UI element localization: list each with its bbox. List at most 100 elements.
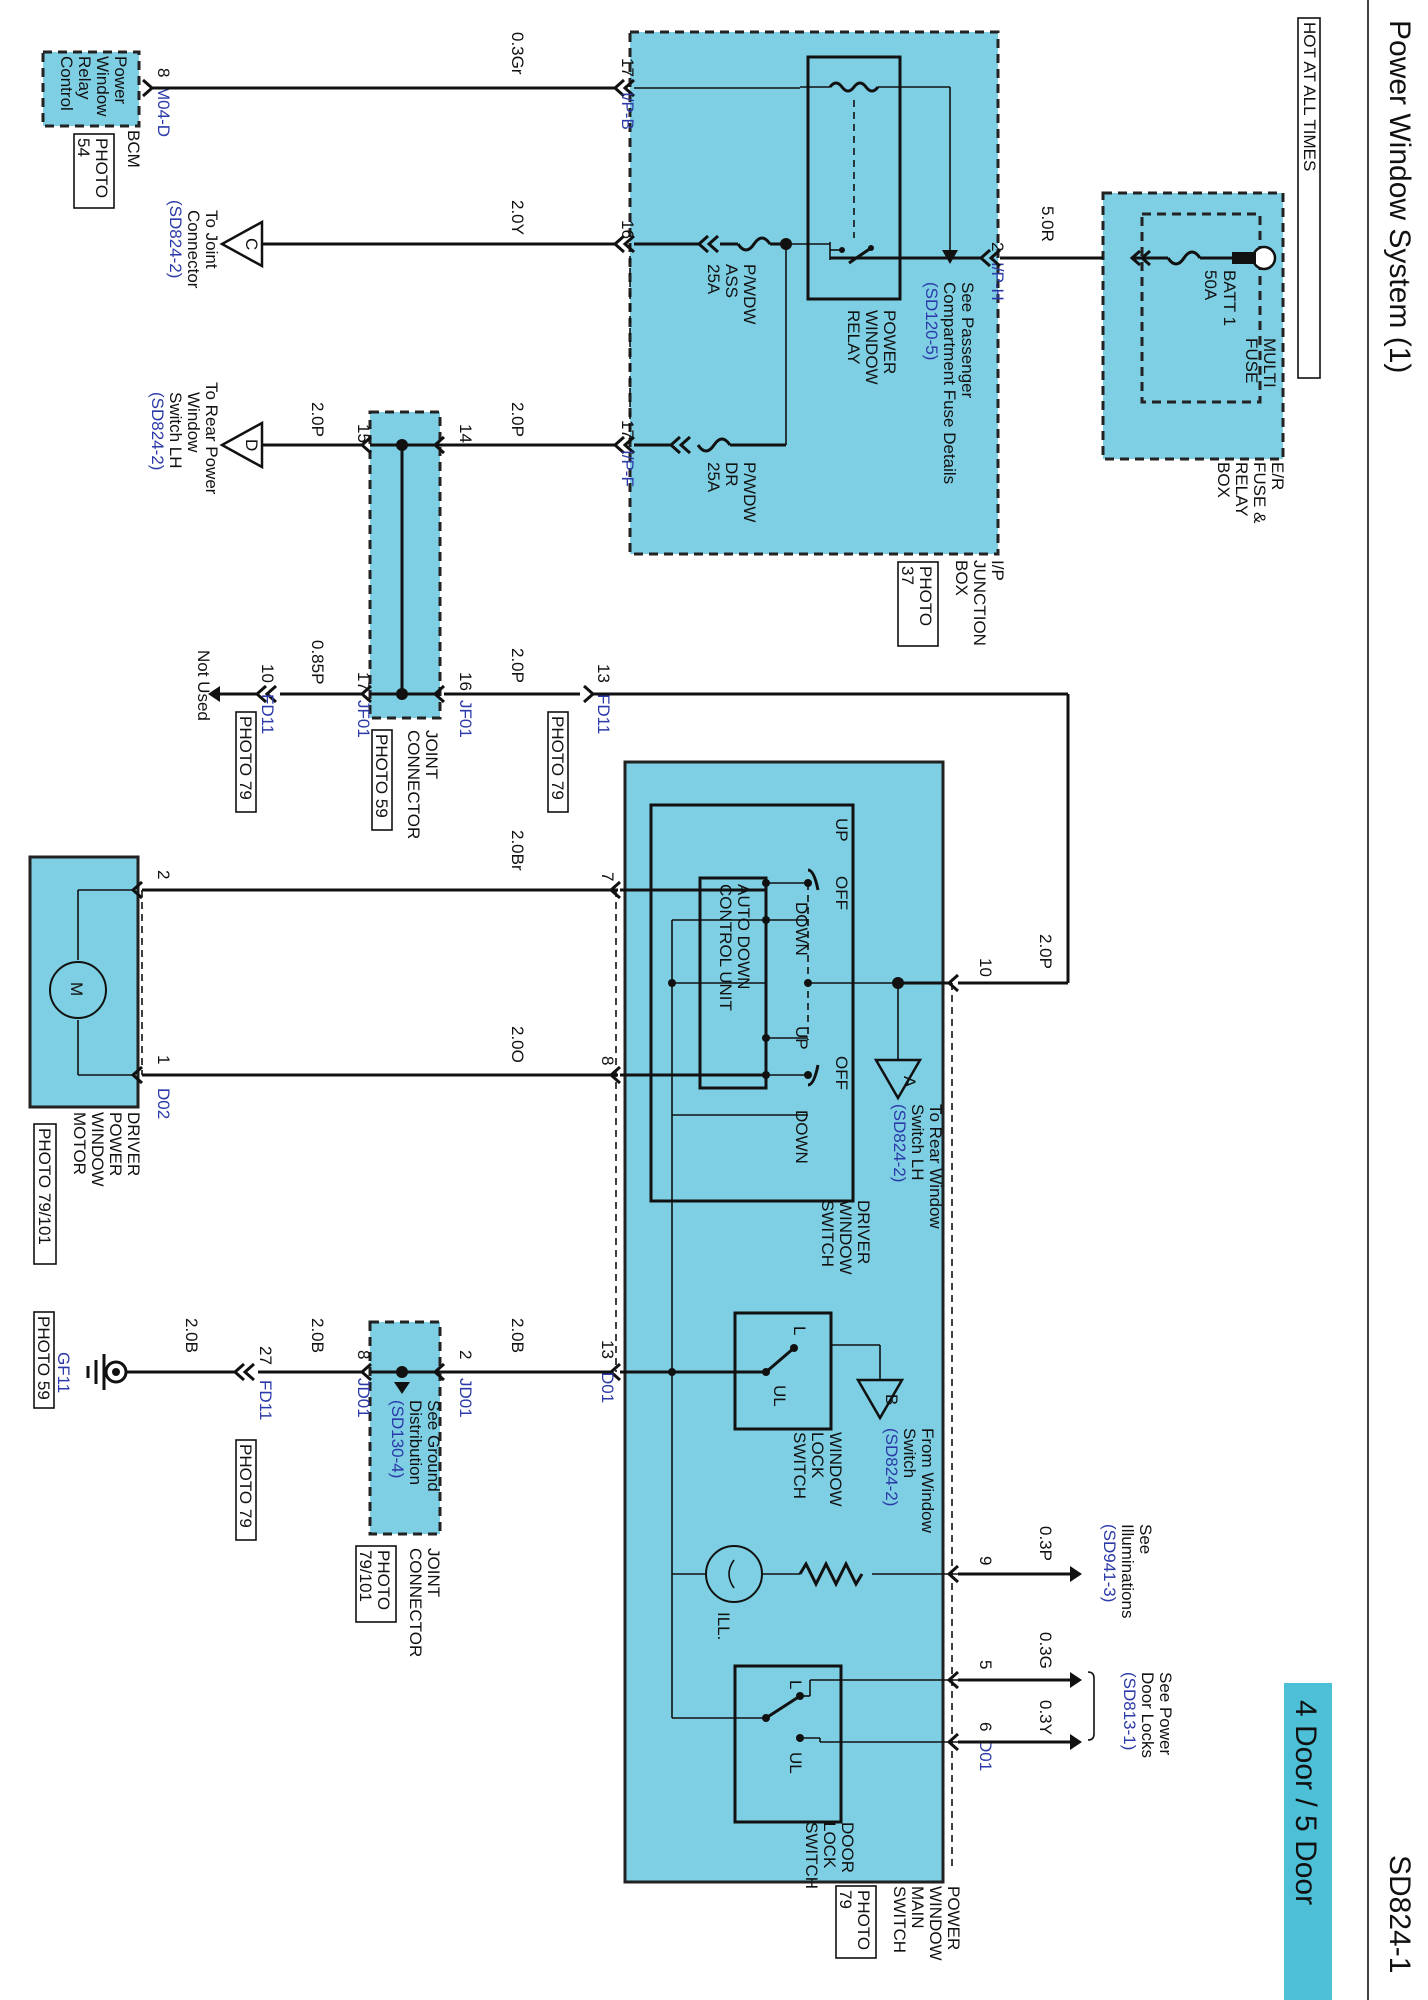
offpage-b-letter: B — [882, 1394, 901, 1405]
fd11-nu-pin: 10 — [258, 664, 277, 683]
wls-ul: UL — [770, 1385, 789, 1407]
jd01-photo-2: 79/101 — [356, 1550, 375, 1602]
motor-pin-2: 2 — [154, 870, 173, 879]
multi-fuse-line1: MULTI — [1260, 338, 1279, 388]
ground-node-b — [668, 1368, 676, 1376]
ground-photo: PHOTO 59 — [34, 1316, 53, 1400]
ip-conn-b: I/P-B — [618, 92, 637, 130]
jf01-pin-14: 14 — [456, 424, 475, 443]
sw2-up: UP — [792, 1026, 811, 1050]
jd01-conn-left: JD01 — [354, 1378, 373, 1418]
dls-ul: UL — [786, 1752, 805, 1774]
relay-coil-icon — [828, 81, 880, 93]
wls-name-3: SWITCH — [790, 1432, 809, 1499]
illum-arrow-icon — [1070, 1566, 1082, 1582]
offpage-b-text-2: Switch — [900, 1428, 919, 1478]
wls-name-2: LOCK — [808, 1432, 827, 1479]
jd01-outline — [368, 1320, 442, 1536]
pin-13: 13 — [598, 1340, 617, 1359]
resistor-icon — [798, 1560, 864, 1588]
main-switch-outline — [623, 760, 945, 1884]
motor-name-3: WINDOW — [88, 1112, 107, 1187]
wire-0-3Gr-label: 0.3Gr — [508, 32, 527, 75]
bcm-conn: M04-D — [154, 86, 173, 137]
fd11-gnd-photo-box — [235, 1439, 257, 1541]
not-used-arrow-icon — [208, 686, 220, 702]
offpage-b-text-1: From Window — [918, 1428, 937, 1534]
ip-photo-2: 37 — [898, 566, 917, 585]
motor-conn: D02 — [154, 1088, 173, 1119]
relay-contact-pivot — [868, 245, 874, 251]
see-note-ref: (SD120-5) — [922, 282, 941, 360]
fd11-nu-conn: FD11 — [258, 694, 277, 734]
motor-photo: PHOTO 79/101 — [35, 1128, 54, 1245]
sw1-blade-icon — [807, 868, 820, 891]
pin-5-icon — [946, 1670, 959, 1690]
pin-6-conn: D01 — [976, 1740, 995, 1771]
sw2-off: OFF — [832, 1056, 851, 1090]
driver-switch-name-2: WINDOW — [836, 1200, 855, 1275]
jd01-arrow-icon — [394, 1382, 410, 1394]
fuse-ass-2: ASS — [722, 264, 741, 298]
wire-2-0P-d-label: 2.0P — [1036, 934, 1055, 969]
offpage-d-text-1: To Rear Power — [202, 382, 221, 495]
wire-2-0P-b-label: 2.0P — [308, 402, 327, 437]
jd01-ref: (SD130-4) — [388, 1400, 407, 1478]
lamp-filament-icon — [728, 1559, 735, 1589]
ground-conn: GF11 — [54, 1352, 73, 1393]
pin-7: 7 — [598, 872, 617, 881]
wire-2-0O-label: 2.0O — [508, 1026, 527, 1063]
battery-bar-icon — [1232, 252, 1256, 264]
bcm-outline — [41, 50, 141, 128]
fd11-gnd-photo: PHOTO 79 — [236, 1444, 255, 1528]
motor-connector-icon — [130, 880, 143, 1085]
fd11-nu-photo: PHOTO 79 — [236, 716, 255, 800]
batt1-name: BATT 1 — [1220, 270, 1239, 326]
motor-pin-1: 1 — [154, 1055, 173, 1064]
offpage-b-icon — [855, 1378, 905, 1421]
main-switch-photo-1: PHOTO — [854, 1890, 873, 1950]
power-window-main-switch: 10 7 8 13 D01 AUTO DOWN CONTROL UNIT UP … — [598, 760, 995, 1961]
sw1-down: DOWN — [792, 902, 811, 956]
jf01-pin-17: 17 — [354, 672, 373, 691]
fuse-dr-icon — [696, 437, 732, 453]
wire-2-0P-a-label: 2.0P — [508, 402, 527, 437]
wls-name-1: WINDOW — [826, 1432, 845, 1507]
sw1-node-a — [762, 879, 770, 887]
sw2-node-b — [762, 1034, 770, 1042]
ground-node-a — [668, 979, 676, 987]
door-lock-arrow-b-icon — [1070, 1734, 1082, 1750]
bcm: Power Window Relay Control 8 M04-D BCM P… — [41, 50, 173, 209]
door-lock-switch-outline — [733, 1664, 843, 1824]
jf01-conn-top: JF01 — [456, 700, 475, 738]
header: Power Window System (1) SD824-1 4 Door /… — [1284, 0, 1416, 2000]
wire-2-0P-c-label: 2.0P — [508, 648, 527, 683]
fuse-batt1-icon — [1166, 250, 1202, 266]
jd01-joint-connector: 2 JD01 8 JD01 See Ground Distribution (S… — [354, 1320, 475, 1657]
dls-name-3: SWITCH — [802, 1822, 821, 1889]
fd11-gnd-pin: 27 — [256, 1346, 275, 1365]
sw1-off: OFF — [832, 876, 851, 910]
main-switch-name-2: WINDOW — [926, 1886, 945, 1961]
see-note-arrow-icon — [942, 250, 958, 264]
auto-down-line1: AUTO DOWN — [734, 884, 753, 989]
sw-common-node — [804, 979, 812, 987]
door-lock-arrow-a-icon — [1070, 1672, 1082, 1688]
pin-13-conn: D01 — [598, 1372, 617, 1403]
jf01-pin-16: 16 — [456, 672, 475, 691]
jd01-node — [396, 1366, 408, 1378]
driver-switch-name-3: SWITCH — [818, 1200, 837, 1267]
pin-6: 6 — [976, 1722, 995, 1731]
sw1-up: UP — [832, 818, 851, 842]
relay-contact-icon — [848, 246, 872, 265]
relay-name-2: WINDOW — [862, 310, 881, 385]
fuse-ass-icon — [736, 236, 772, 252]
door-lock-brace-icon — [1087, 1671, 1095, 1741]
illum-text-1: See — [1136, 1524, 1155, 1554]
bcm-label-3: Relay — [75, 56, 94, 100]
wls-l: L — [790, 1326, 809, 1335]
offpage-a-ref: (SD824-2) — [890, 1104, 909, 1182]
motor-name-4: MOTOR — [70, 1112, 89, 1175]
driver-window-switch-outline — [649, 803, 855, 1203]
wire-2-0Br-label: 2.0Br — [508, 830, 527, 871]
